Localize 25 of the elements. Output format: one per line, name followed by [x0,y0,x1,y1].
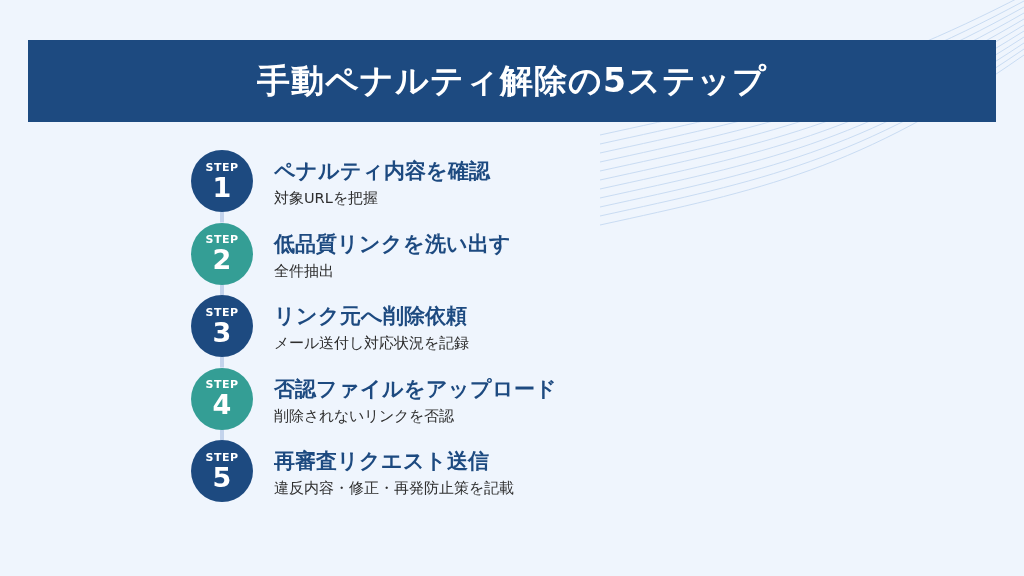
title-banner: 手動ペナルティ解除の5ステップ [28,40,996,122]
step-label: STEP [205,379,239,390]
step-label: STEP [205,161,239,173]
step-number: 2 [212,246,232,273]
step-number: 3 [212,318,232,346]
step-title: ペナルティ内容を確認 [274,159,490,183]
connector-line [220,429,224,440]
connector-line [220,357,224,368]
step-label: STEP [205,306,239,318]
connector-line [220,284,224,295]
step-title: 再審査リクエスト送信 [274,449,489,473]
connector-line [220,212,224,223]
step-title: 低品質リンクを洗い出す [274,231,511,256]
step-description: 削除されないリンクを否認 [274,406,454,425]
step-description: 違反内容・修正・再発防止策を記載 [274,479,514,497]
step-number: 5 [212,463,232,491]
step-title: リンク元へ削除依頼 [274,304,467,328]
step-label: STEP [205,234,239,245]
step-number: 1 [212,173,232,201]
step-description: メール送付し対応状況を記録 [274,334,469,352]
step-description: 全件抽出 [274,261,334,280]
step-description: 対象URLを把握 [274,189,378,207]
step-number: 4 [212,391,232,418]
step-label: STEP [205,451,239,463]
step-title: 否認ファイルをアップロード [274,376,557,401]
